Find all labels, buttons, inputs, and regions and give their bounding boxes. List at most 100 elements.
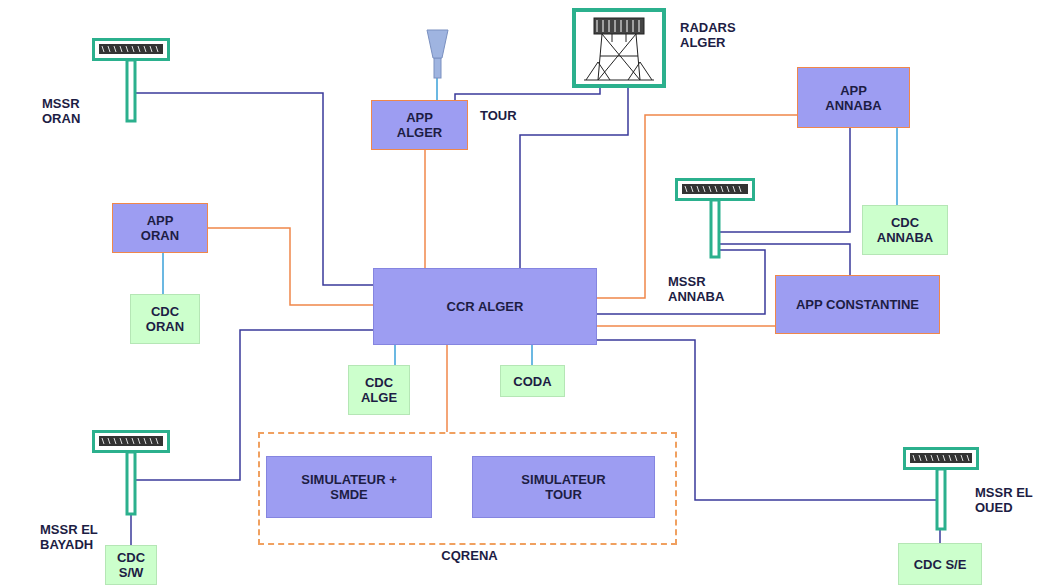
connector	[162, 253, 164, 294]
array-element	[685, 186, 687, 192]
antenna-mast	[937, 469, 945, 529]
station-box: CODA	[500, 365, 565, 397]
antenna-bar	[905, 449, 978, 469]
box-label: CDC S/E	[914, 557, 967, 572]
radar-tower	[584, 18, 654, 80]
wire-spur	[131, 479, 170, 481]
station-label: CQRENA	[260, 548, 679, 563]
antenna-bar	[677, 180, 754, 200]
radar-picture	[572, 8, 666, 88]
radar-icon	[92, 38, 170, 122]
connector	[755, 128, 850, 232]
box-label: CODA	[513, 374, 551, 389]
array-element	[727, 186, 729, 192]
array-element	[150, 46, 152, 52]
array-element	[126, 46, 128, 52]
box-label: CDC S/W	[111, 550, 151, 580]
process-box: SIMULATEUR TOUR	[472, 456, 655, 518]
wire-spur	[715, 231, 755, 233]
array-element	[120, 46, 122, 52]
radar-icon	[675, 178, 755, 258]
box-label: CDC ALGE	[354, 375, 404, 405]
connector	[446, 345, 448, 432]
box-label: SIMULATEUR TOUR	[509, 472, 619, 502]
connector	[896, 128, 898, 205]
array-element	[114, 438, 116, 444]
array-element	[120, 438, 122, 444]
box-label: CDC ANNABA	[874, 215, 936, 245]
connector	[531, 345, 533, 365]
array-element	[703, 186, 705, 192]
array-element	[919, 455, 921, 461]
station-label: MSSR EL OUED	[975, 485, 1043, 515]
station-box: CDC ALGE	[348, 365, 410, 415]
connector	[170, 93, 373, 285]
array-element	[156, 46, 158, 52]
array-element	[144, 46, 146, 52]
array-element	[937, 455, 939, 461]
station-box: CDC ORAN	[130, 294, 200, 344]
array-element	[949, 455, 951, 461]
antenna-mast	[127, 452, 135, 514]
station-label: RADARS ALGER	[680, 20, 746, 50]
tower-shaft	[434, 58, 441, 78]
antenna-array	[910, 453, 972, 463]
radar-icon	[903, 447, 979, 530]
radar-antenna: MSSR EL OUED	[903, 447, 979, 530]
wire-spur	[715, 243, 755, 245]
tower-icon	[427, 30, 448, 78]
station-box: CDC S/E	[898, 543, 982, 585]
tower-cab	[427, 30, 448, 58]
box-label: CDC ORAN	[140, 304, 190, 334]
connector	[597, 115, 797, 298]
radar-station: RADARS ALGER	[572, 8, 666, 88]
array-element	[931, 455, 933, 461]
wire-spur	[715, 249, 755, 251]
array-element	[126, 438, 128, 444]
array-element	[943, 455, 945, 461]
array-element	[108, 438, 110, 444]
process-box: APP ANNABA	[797, 67, 910, 128]
group-frame: CQRENASIMULATEUR + SMDESIMULATEUR TOUR	[258, 432, 677, 545]
antenna-array	[99, 44, 163, 54]
connector	[394, 345, 396, 365]
box-label: APP ANNABA	[816, 83, 891, 113]
antenna-array	[682, 184, 748, 194]
antenna-bar	[94, 432, 169, 452]
connector	[436, 78, 438, 100]
wire-spur	[903, 499, 941, 501]
antenna-bar	[94, 40, 169, 60]
picture-frame	[574, 10, 664, 86]
array-element	[715, 186, 717, 192]
array-element	[114, 46, 116, 52]
antenna-mast	[711, 200, 719, 257]
station-label: MSSR ORAN	[42, 96, 94, 126]
array-element	[108, 46, 110, 52]
radar-antenna: MSSR ANNABA	[675, 178, 755, 258]
array-element	[691, 186, 693, 192]
box-label: CCR ALGER	[447, 299, 524, 314]
connector	[597, 325, 775, 327]
array-element	[102, 46, 104, 52]
box-label: APP ALGER	[390, 110, 450, 140]
array-element	[138, 46, 140, 52]
array-element	[132, 438, 134, 444]
array-element	[967, 455, 969, 461]
box-label: SIMULATEUR + SMDE	[292, 472, 407, 502]
process-box: CCR ALGER	[373, 268, 597, 345]
station-label: TOUR	[480, 108, 530, 123]
station-label: MSSR EL BAYADH	[40, 522, 104, 552]
connector	[208, 228, 373, 305]
array-element	[721, 186, 723, 192]
antenna-array	[99, 436, 163, 446]
radar-antenna: MSSR ORAN	[92, 38, 170, 122]
array-element	[961, 455, 963, 461]
process-box: APP ALGER	[371, 100, 468, 150]
array-element	[132, 46, 134, 52]
connector	[424, 150, 426, 268]
box-label: APP CONSTANTINE	[796, 297, 919, 312]
antenna-mast	[127, 60, 135, 121]
array-element	[144, 438, 146, 444]
connector	[597, 250, 765, 314]
